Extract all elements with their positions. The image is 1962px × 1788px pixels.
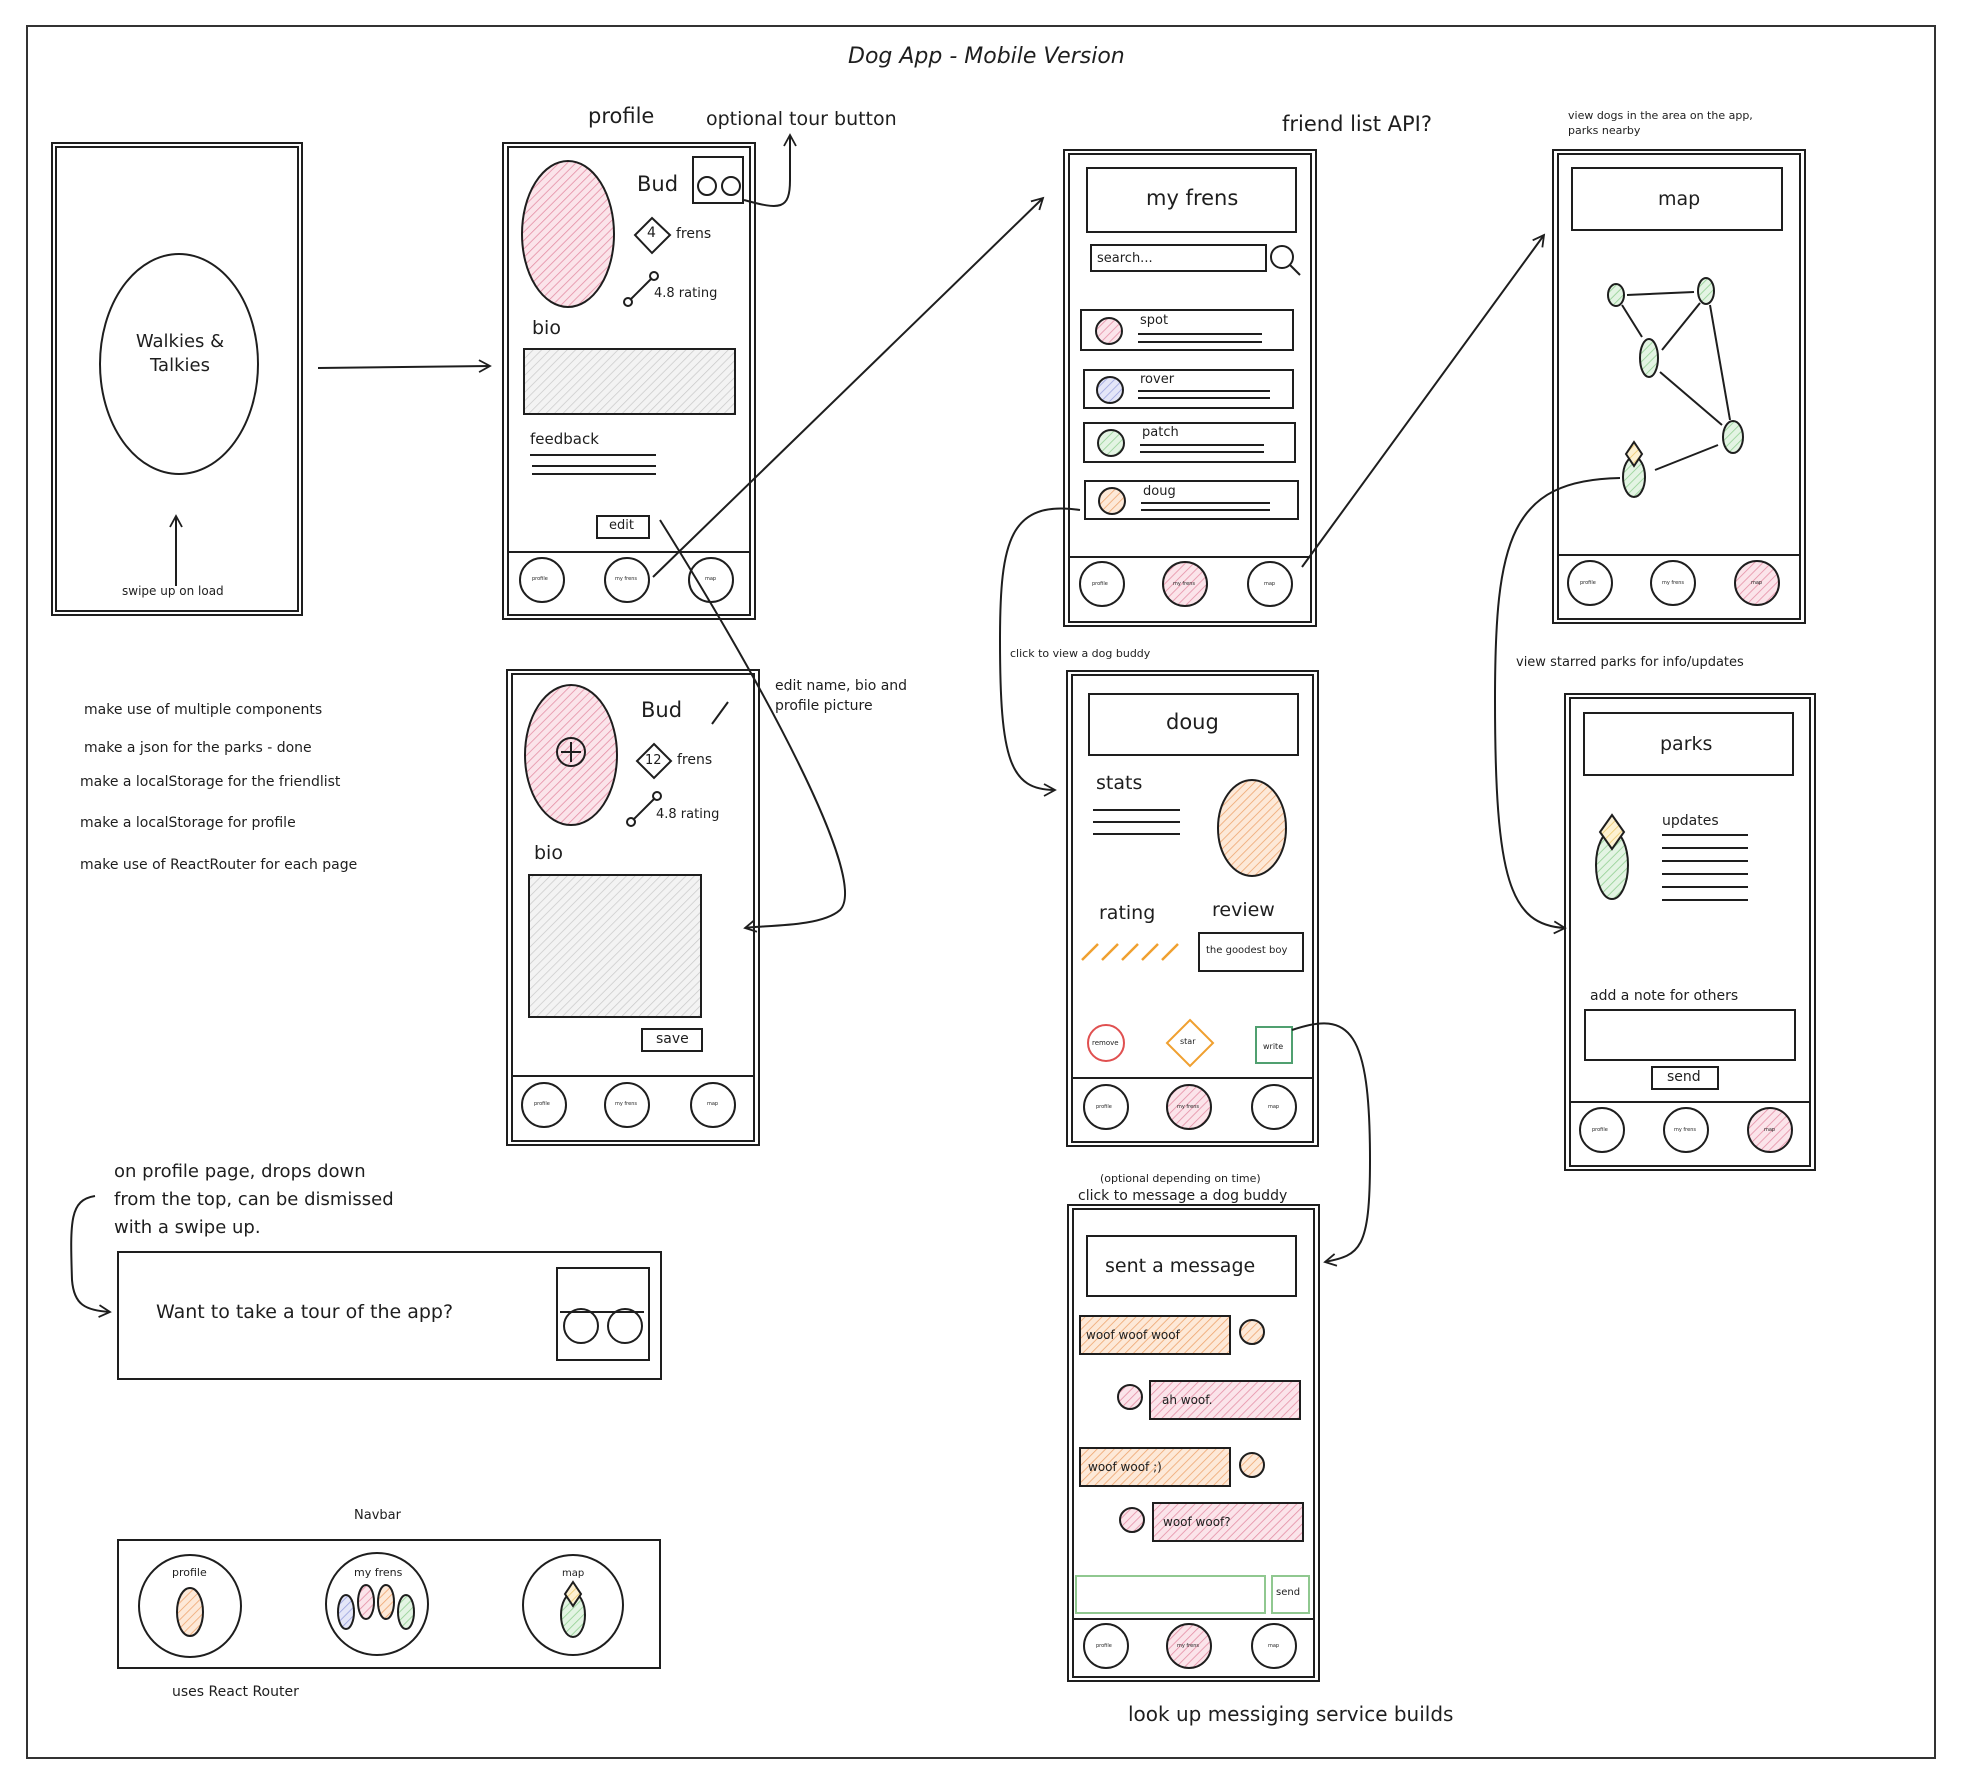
splash-logo: Walkies & Talkies (135, 331, 225, 376)
friend-item-spot[interactable]: spot (1140, 313, 1169, 328)
friend-item-doug[interactable]: doug (1143, 484, 1176, 499)
bio-label: bio (532, 317, 561, 339)
navbar-profile-label[interactable]: profile (172, 1566, 207, 1579)
nav-map-small[interactable]: map (1268, 1643, 1280, 1649)
splash-hint: swipe up on load (122, 584, 224, 598)
edit-bio-label: bio (534, 842, 563, 864)
review-heading: review (1212, 899, 1275, 921)
edit-annotation: edit name, bio and profile picture (775, 678, 908, 714)
message-header: sent a message (1105, 1255, 1256, 1277)
friend-list-api-label: friend list API? (1282, 112, 1432, 136)
stats-label: stats (1096, 772, 1143, 794)
canvas-border (26, 25, 1936, 1759)
todo-item: make a localStorage for the friendlist (80, 774, 341, 790)
message-note: click to message a dog buddy (1078, 1188, 1288, 1204)
uses-router-note: uses React Router (172, 1684, 299, 1700)
nav-profile-small[interactable]: profile (1592, 1127, 1608, 1133)
map-note: view dogs in the area on the app, parks … (1568, 109, 1753, 137)
todo-item: make use of ReactRouter for each page (80, 857, 358, 873)
nav-profile-small[interactable]: profile (1096, 1104, 1112, 1110)
edit-rating: 4.8 rating (656, 807, 720, 822)
remove-button[interactable]: remove (1092, 1039, 1119, 1047)
lookup-note: look up messiging service builds (1128, 1702, 1454, 1726)
frens-count: 4 (647, 225, 656, 241)
todo-item: make use of multiple components (84, 702, 323, 718)
star-button[interactable]: star (1180, 1037, 1196, 1046)
nav-map-small[interactable]: map (1751, 580, 1763, 586)
navbar-map-label[interactable]: map (562, 1568, 585, 1579)
nav-profile-small[interactable]: profile (534, 1101, 550, 1107)
dog-header: doug (1166, 710, 1219, 734)
edit-frens-count: 12 (645, 753, 662, 768)
page-title: Dog App - Mobile Version (848, 44, 1125, 69)
rating-heading: rating (1099, 902, 1156, 924)
tour-popup-text: Want to take a tour of the app? (156, 1301, 454, 1323)
parks-header: parks (1660, 733, 1713, 755)
message-bubble: woof woof ;) (1088, 1460, 1162, 1474)
nav-map-small[interactable]: map (707, 1101, 719, 1107)
friend-item-rover[interactable]: rover (1140, 372, 1175, 387)
message-send-button[interactable]: send (1276, 1587, 1301, 1598)
rating-label: 4.8 rating (654, 286, 718, 301)
message-note-optional: (optional depending on time) (1100, 1172, 1261, 1185)
nav-frens-small[interactable]: my frens (615, 576, 637, 582)
todo-item: make a localStorage for profile (80, 815, 296, 831)
message-bubble: woof woof? (1163, 1515, 1231, 1529)
todo-item: make a json for the parks - done (84, 740, 312, 756)
nav-map-small[interactable]: map (705, 576, 717, 582)
click-view-note: click to view a dog buddy (1010, 647, 1151, 660)
nav-map-small[interactable]: map (1268, 1104, 1280, 1110)
search-input[interactable]: search... (1097, 251, 1153, 266)
edit-button[interactable]: edit (609, 518, 634, 533)
nav-frens-small[interactable]: my frens (1674, 1127, 1696, 1133)
parks-send-button[interactable]: send (1667, 1069, 1701, 1085)
message-bubble: ah woof. (1162, 1393, 1213, 1407)
frens-label: frens (676, 226, 712, 242)
profile-name: Bud (637, 172, 679, 196)
nav-frens-small[interactable]: my frens (1173, 581, 1195, 587)
nav-frens-small[interactable]: my frens (615, 1101, 637, 1107)
write-button[interactable]: write (1263, 1042, 1284, 1051)
nav-map-small[interactable]: map (1264, 581, 1276, 587)
nav-profile-small[interactable]: profile (1092, 581, 1108, 587)
parks-note: view starred parks for info/updates (1516, 655, 1744, 670)
message-bubble: woof woof woof (1086, 1328, 1180, 1342)
navbar-frens-label[interactable]: my frens (354, 1566, 403, 1579)
map-header: map (1658, 188, 1701, 210)
edit-name: Bud (641, 698, 683, 722)
save-button[interactable]: save (656, 1031, 689, 1047)
tour-note: on profile page, drops down from the top… (114, 1161, 394, 1238)
friends-header: my frens (1146, 186, 1239, 210)
tour-button-label: optional tour button (706, 108, 897, 130)
nav-map-small[interactable]: map (1764, 1127, 1776, 1133)
nav-profile-small[interactable]: profile (1096, 1643, 1112, 1649)
nav-profile-small[interactable]: profile (1580, 580, 1596, 586)
nav-frens-small[interactable]: my frens (1177, 1104, 1199, 1110)
profile-label: profile (588, 104, 655, 128)
nav-frens-small[interactable]: my frens (1177, 1643, 1199, 1649)
friend-item-patch[interactable]: patch (1142, 425, 1179, 440)
nav-frens-small[interactable]: my frens (1662, 580, 1684, 586)
feedback-label: feedback (530, 430, 599, 448)
add-note-label: add a note for others (1590, 988, 1739, 1004)
nav-profile-small[interactable]: profile (532, 576, 548, 582)
review-text: the goodest boy (1206, 945, 1288, 956)
navbar-label: Navbar (354, 1508, 401, 1523)
updates-label: updates (1662, 813, 1719, 829)
edit-frens-label: frens (677, 752, 713, 768)
